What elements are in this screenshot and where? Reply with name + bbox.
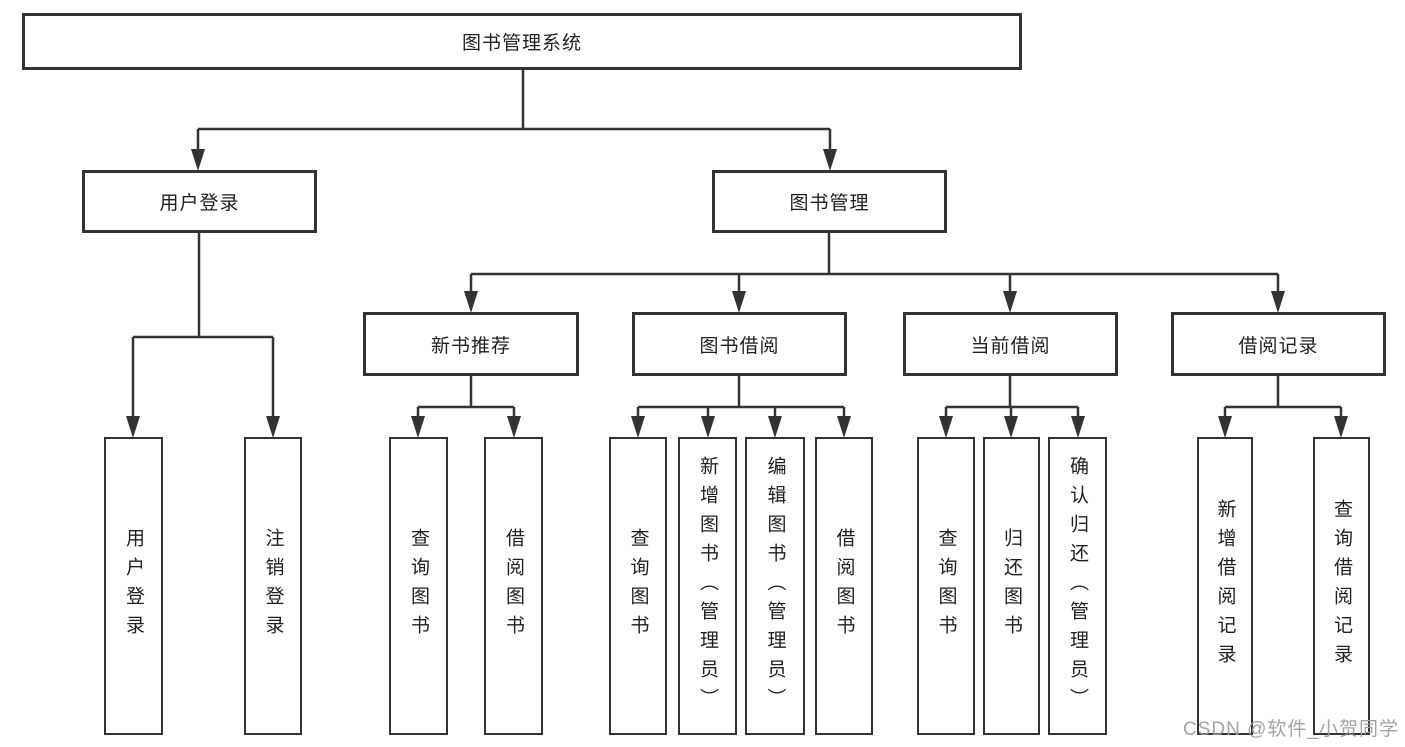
leaf-recommend-borrow-books-label: 借阅图书 xyxy=(503,528,524,644)
arrowheads xyxy=(126,149,1348,438)
leaf-add-borrow-record-label: 新增借阅记录 xyxy=(1214,499,1236,673)
leaf-add-borrow-record: 新增借阅记录 xyxy=(1197,437,1253,735)
leaf-current-query-books: 查询图书 xyxy=(917,437,975,735)
leaf-confirm-return-admin-label: 确认归还（管理员） xyxy=(1067,455,1088,717)
leaf-edit-books-admin: 编辑图书（管理员） xyxy=(745,437,805,735)
node-book-borrow: 图书借阅 xyxy=(632,312,847,376)
leaf-recommend-borrow-books: 借阅图书 xyxy=(484,437,543,735)
node-user-login: 用户登录 xyxy=(82,170,317,233)
leaf-return-books: 归还图书 xyxy=(983,437,1040,735)
leaf-add-books-admin-label: 新增图书（管理员） xyxy=(697,455,718,717)
node-new-book-recommend-label: 新书推荐 xyxy=(430,335,511,357)
leaf-borrow-books-label: 借阅图书 xyxy=(833,528,855,644)
node-borrow-records: 借阅记录 xyxy=(1171,312,1386,376)
node-book-management-label: 图书管理 xyxy=(789,193,870,214)
node-new-book-recommend: 新书推荐 xyxy=(363,312,579,376)
leaf-current-query-books-label: 查询图书 xyxy=(935,528,957,644)
leaf-borrow-query-books-label: 查询图书 xyxy=(627,528,649,644)
node-book-management: 图书管理 xyxy=(712,170,947,233)
leaf-logout: 注销登录 xyxy=(244,437,302,735)
leaf-recommend-query-books: 查询图书 xyxy=(389,437,448,735)
leaf-user-login: 用户登录 xyxy=(104,437,163,735)
node-borrow-records-label: 借阅记录 xyxy=(1238,335,1319,357)
leaf-add-books-admin: 新增图书（管理员） xyxy=(678,437,737,735)
node-user-login-label: 用户登录 xyxy=(159,193,240,214)
leaf-user-login-label: 用户登录 xyxy=(123,528,144,644)
leaf-query-borrow-record-label: 查询借阅记录 xyxy=(1331,499,1352,673)
leaf-logout-label: 注销登录 xyxy=(262,528,284,644)
node-book-borrow-label: 图书借阅 xyxy=(699,335,780,357)
watermark: CSDN @软件_小贺同学 xyxy=(1183,719,1399,740)
leaf-return-books-label: 归还图书 xyxy=(1001,528,1022,644)
leaf-edit-books-admin-label: 编辑图书（管理员） xyxy=(764,455,786,717)
leaf-query-borrow-record: 查询借阅记录 xyxy=(1313,437,1370,735)
leaf-confirm-return-admin: 确认归还（管理员） xyxy=(1048,437,1107,735)
node-root-system: 图书管理系统 xyxy=(22,13,1022,70)
node-current-borrow: 当前借阅 xyxy=(903,312,1118,376)
leaf-borrow-query-books: 查询图书 xyxy=(609,437,667,735)
leaf-recommend-query-books-label: 查询图书 xyxy=(408,528,429,644)
node-root-label: 图书管理系统 xyxy=(461,33,582,54)
leaf-borrow-books: 借阅图书 xyxy=(815,437,873,735)
node-current-borrow-label: 当前借阅 xyxy=(970,335,1051,357)
